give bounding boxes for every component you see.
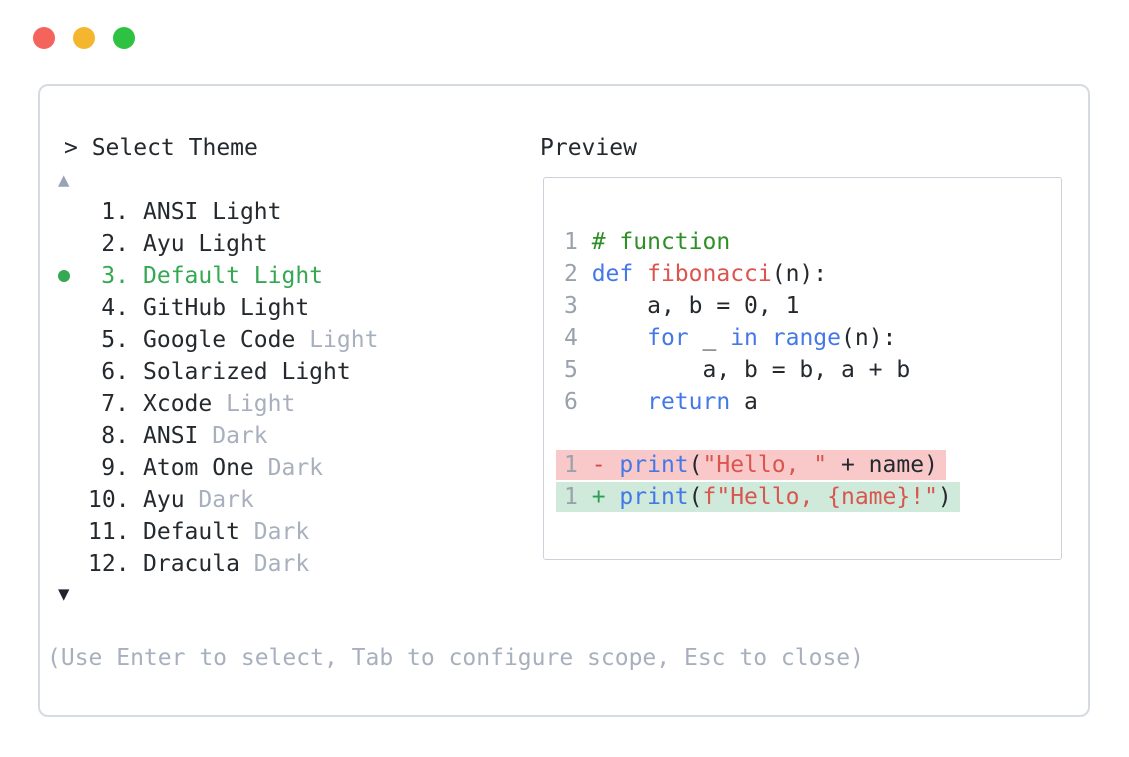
theme-list-item[interactable]: 8. ANSI Dark xyxy=(48,420,378,452)
theme-list-item[interactable]: 5. Google Code Light xyxy=(48,324,378,356)
theme-list-item[interactable]: 12. Dracula Dark xyxy=(48,548,378,580)
item-number: 4. xyxy=(101,295,129,321)
theme-list-item[interactable]: 6. Solarized Light xyxy=(48,356,378,388)
item-label: Ayu Light xyxy=(143,231,268,257)
item-number: 6. xyxy=(101,359,129,385)
item-label: Xcode Light xyxy=(143,391,296,417)
theme-picker-panel: > Select Theme Preview ▲ 1. ANSI Light 2. A… xyxy=(38,84,1090,717)
item-label: Atom One Dark xyxy=(143,455,324,481)
theme-list-item[interactable]: 3. Default Light xyxy=(48,260,378,292)
code-line: 4 for _ in range(n): xyxy=(564,325,897,351)
window-controls xyxy=(33,27,135,49)
item-number: 10. xyxy=(88,487,130,513)
item-label: GitHub Light xyxy=(143,295,310,321)
item-label: Google Code Light xyxy=(143,327,379,353)
item-number: 7. xyxy=(101,391,129,417)
item-label: Dracula Dark xyxy=(143,551,310,577)
code-line: 1 # function xyxy=(564,229,731,255)
close-button[interactable] xyxy=(33,27,55,49)
item-number: 12. xyxy=(88,551,130,577)
diff-line-added: 1 + print(f"Hello, {name}!") xyxy=(556,482,960,512)
code-line: 5 a, b = b, a + b xyxy=(564,357,911,383)
theme-list-item[interactable]: 10. Ayu Dark xyxy=(48,484,378,516)
item-label: Default Light xyxy=(143,263,324,289)
item-label: ANSI Light xyxy=(143,199,282,225)
item-number: 8. xyxy=(101,423,129,449)
theme-list-item[interactable]: 7. Xcode Light xyxy=(48,388,378,420)
item-label: Default Dark xyxy=(143,519,310,545)
theme-list-item[interactable]: 11. Default Dark xyxy=(48,516,378,548)
code-line: 2 def fibonacci(n): xyxy=(564,261,828,287)
theme-list-item[interactable]: 9. Atom One Dark xyxy=(48,452,378,484)
theme-list-item[interactable]: 4. GitHub Light xyxy=(48,292,378,324)
select-theme-prompt: > Select Theme xyxy=(64,135,258,161)
item-label: ANSI Dark xyxy=(143,423,268,449)
item-number: 11. xyxy=(88,519,130,545)
preview-title: Preview xyxy=(540,135,637,161)
theme-list-item[interactable]: 1. ANSI Light xyxy=(48,196,378,228)
selected-marker xyxy=(48,270,88,282)
item-number: 3. xyxy=(101,263,129,289)
item-number: 9. xyxy=(101,455,129,481)
theme-list: 1. ANSI Light 2. Ayu Light 3. Default Light 4.… xyxy=(48,196,378,580)
preview-box: 1 # function 2 def fibonacci(n): 3 a, b = … xyxy=(543,177,1062,560)
maximize-button[interactable] xyxy=(113,27,135,49)
code-line: 6 return a xyxy=(564,389,758,415)
selected-dot-icon xyxy=(58,270,70,282)
diff-line-removed: 1 - print("Hello, " + name) xyxy=(556,450,960,480)
item-number: 2. xyxy=(101,231,129,257)
scroll-up-icon[interactable]: ▲ xyxy=(58,169,70,191)
code-line: 3 a, b = 0, 1 xyxy=(564,293,800,319)
scroll-down-icon[interactable]: ▼ xyxy=(58,583,70,605)
diff-preview: 1 - print("Hello, " + name)1 + print(f"H… xyxy=(556,450,960,514)
item-number: 1. xyxy=(101,199,129,225)
item-number: 5. xyxy=(101,327,129,353)
item-label: Solarized Light xyxy=(143,359,351,385)
theme-list-item[interactable]: 2. Ayu Light xyxy=(48,228,378,260)
hint-text: (Use Enter to select, Tab to configure s… xyxy=(47,645,864,671)
item-label: Ayu Dark xyxy=(143,487,254,513)
minimize-button[interactable] xyxy=(73,27,95,49)
code-preview: 1 # function 2 def fibonacci(n): 3 a, b = … xyxy=(564,226,910,418)
